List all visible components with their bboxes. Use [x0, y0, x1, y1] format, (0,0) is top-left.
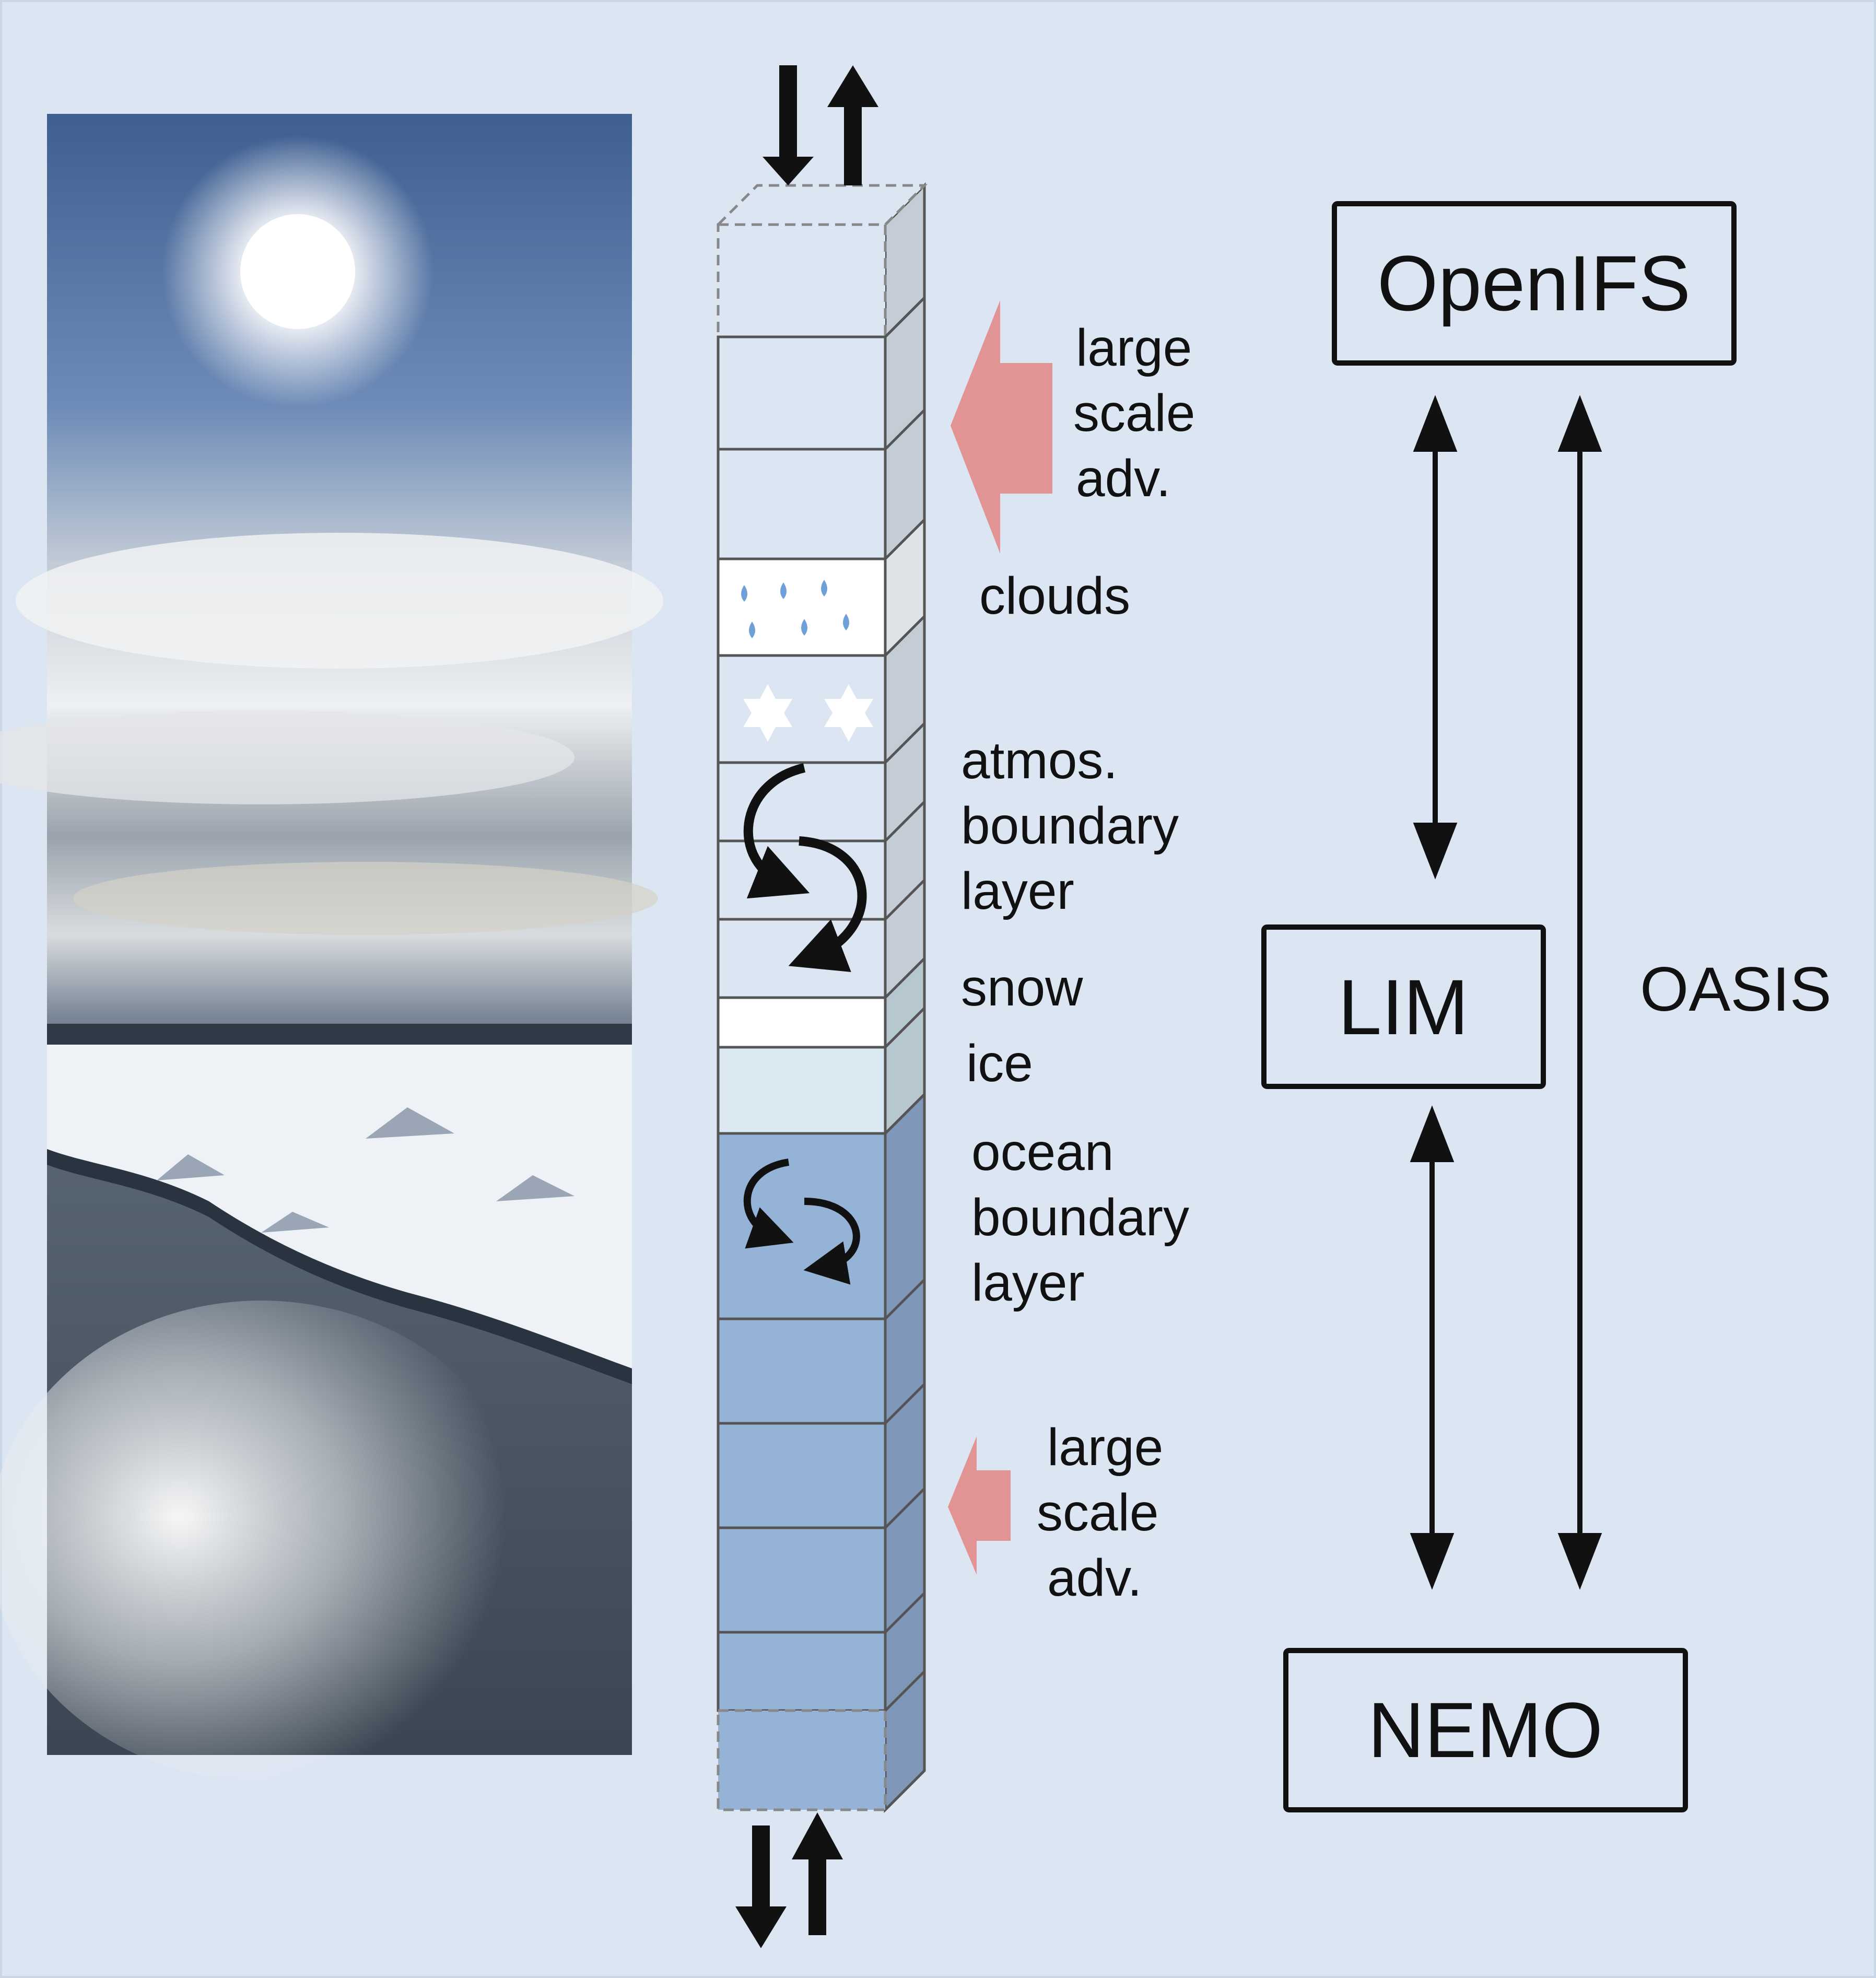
atmosphere-cell — [717, 918, 887, 999]
large-scale-advection-arrow-top — [951, 300, 1052, 554]
ocean-cell — [717, 1526, 887, 1634]
arctic-photo — [0, 114, 663, 1781]
cloud-cell — [717, 557, 887, 657]
label-ice: ice — [966, 1034, 1033, 1093]
label-clouds: clouds — [979, 567, 1130, 625]
model-column — [714, 182, 928, 1813]
snowflake-icons — [743, 684, 873, 742]
atmosphere-cell — [717, 448, 887, 560]
label-large-scale-adv-top: large scale adv. — [1073, 319, 1210, 508]
ocean-cell — [717, 1422, 887, 1529]
svg-text:NEMO: NEMO — [1368, 1686, 1603, 1774]
ocean-cell — [717, 1631, 887, 1712]
ice-cell — [717, 1046, 887, 1135]
ocean-cell — [717, 1132, 887, 1320]
nemo-box: NEMO — [1283, 1648, 1688, 1812]
column-top-face — [714, 184, 928, 226]
label-atmos-boundary-layer: atmos. boundary layer — [961, 731, 1193, 920]
ocean-turbulence-icon — [743, 1158, 860, 1285]
atmosphere-cell — [717, 335, 887, 451]
label-large-scale-adv-bottom: large scale adv. — [1037, 1418, 1178, 1607]
droplet-icons — [741, 580, 849, 638]
label-snow: snow — [961, 958, 1083, 1017]
label-ocean-boundary-layer: ocean boundary layer — [971, 1123, 1204, 1312]
openifs-box: OpenIFS — [1332, 201, 1737, 366]
large-scale-advection-arrow-bottom — [948, 1436, 1011, 1575]
top-flux-arrows — [763, 65, 878, 185]
atmos-turbulence-icon — [743, 763, 867, 972]
bottom-flux-arrows — [735, 1812, 843, 1948]
lim-box: LIM — [1261, 924, 1546, 1089]
atmosphere-cell — [717, 761, 887, 842]
svg-text:OpenIFS: OpenIFS — [1377, 239, 1691, 327]
snow-cell — [717, 996, 887, 1049]
ocean-cell — [717, 1317, 887, 1425]
coupling-arrows — [1410, 395, 1602, 1590]
svg-text:LIM: LIM — [1338, 963, 1469, 1051]
label-oasis: OASIS — [1640, 954, 1832, 1024]
